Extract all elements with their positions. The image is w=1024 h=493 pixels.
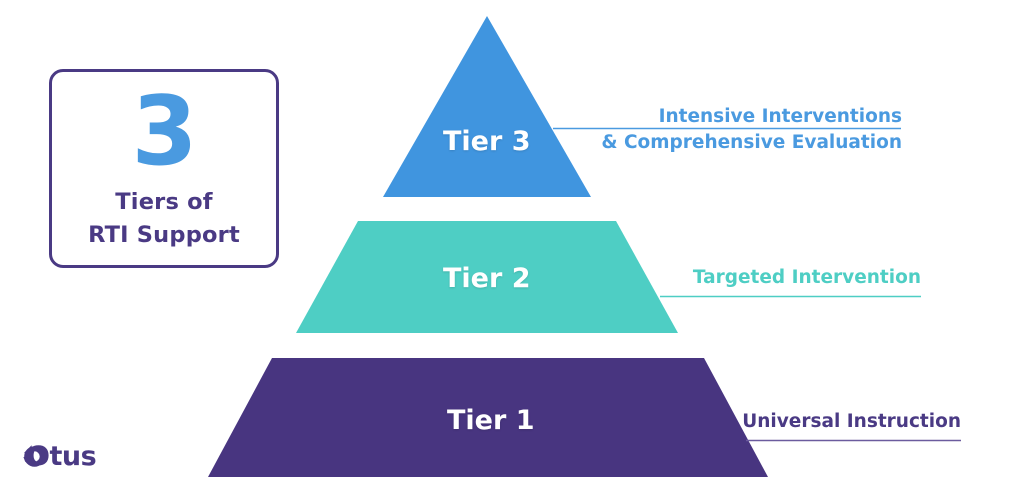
tier-1-caption: Tier 1 [447,405,535,436]
callout-line-2: RTI Support [88,221,240,248]
callout-line-1: Tiers of [115,189,213,215]
tier-1-description: Universal Instruction [742,411,961,432]
callout-number-wrap: 3 [52,78,276,186]
tier-3-description-line-1: Intensive Interventions [658,106,902,127]
callout-number: 3 [131,84,203,186]
tier-3-description: Intensive Interventions & Comprehensive … [601,104,902,157]
otus-logo[interactable]: Otus [22,443,97,470]
tiers-callout-box: 3 Tiers of RTI Support [49,69,279,268]
tier-3-caption: Tier 3 [443,126,531,157]
tier-3-shape[interactable] [383,16,591,197]
otus-logo-icon [22,444,47,469]
tier-3-description-line-2: & Comprehensive Evaluation [601,132,902,154]
tier-2-caption: Tier 2 [443,263,531,294]
tier-2-description: Targeted Intervention [692,267,921,288]
